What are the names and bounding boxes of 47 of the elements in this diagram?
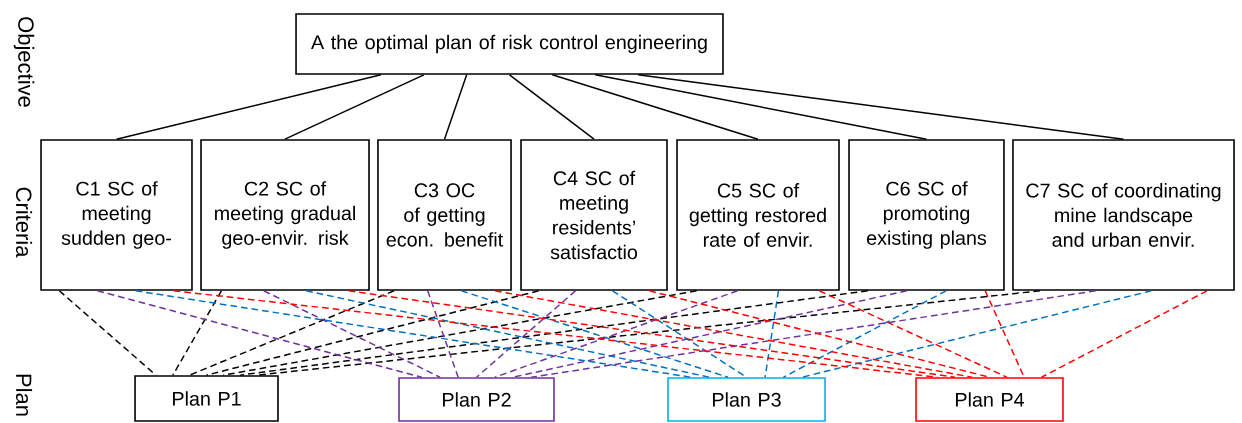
connector-line (239, 290, 869, 376)
plan-box: Plan P2 (398, 377, 555, 422)
connector-line (305, 290, 711, 378)
connector-line (188, 290, 395, 376)
connector-line (443, 74, 468, 140)
connector-line (551, 74, 759, 140)
connector-line (594, 74, 928, 140)
criterion-box: C1 SC of meeting sudden geo- (40, 139, 193, 291)
connector-line (115, 74, 382, 140)
connector-line (475, 290, 577, 378)
connector-line (782, 290, 947, 378)
criterion-box: C2 SC of meeting gradual geo-envir. risk (200, 139, 370, 291)
connector-line (58, 290, 157, 376)
connector-line (984, 290, 1025, 378)
connector-line (1040, 290, 1208, 378)
connector-line (801, 290, 1153, 378)
connector-line (172, 290, 939, 378)
connector-line (508, 74, 595, 140)
criterion-box: C3 OC of getting econ. benefit (377, 139, 512, 291)
criterion-box: C4 SC of meeting residents’ satisfactio (520, 139, 668, 291)
connector-line (460, 290, 729, 378)
connector-line (764, 290, 780, 378)
objective-box: A the optimal plan of risk control engineering (295, 13, 724, 75)
connector-line (134, 290, 692, 378)
connector-line (96, 290, 423, 378)
connector-line (494, 290, 739, 378)
connector-line (494, 290, 973, 378)
connector-line (256, 290, 1041, 376)
connector-line (530, 290, 1097, 378)
criterion-box: C5 SC of getting restored rate of envir. (676, 139, 840, 291)
connector-line (263, 290, 441, 378)
level-label: Plan (15, 374, 33, 416)
criterion-box: C7 SC of coordinating mine landscape and urban envir. (1012, 139, 1235, 291)
level-label: Objective (13, 17, 35, 107)
connector-line (284, 74, 425, 140)
connector-line (637, 74, 1125, 140)
connector-line (172, 290, 223, 376)
criterion-box: C6 SC of promoting existing plans (848, 139, 1005, 291)
connector-line (347, 290, 956, 378)
plan-box: Plan P3 (667, 377, 826, 422)
plan-box: Plan P1 (134, 375, 279, 422)
connector-line (426, 290, 459, 378)
connector-line (205, 290, 540, 376)
connector-line (222, 290, 698, 376)
connector-line (818, 290, 1008, 378)
plan-box: Plan P4 (915, 377, 1064, 422)
connector-line (512, 290, 908, 378)
